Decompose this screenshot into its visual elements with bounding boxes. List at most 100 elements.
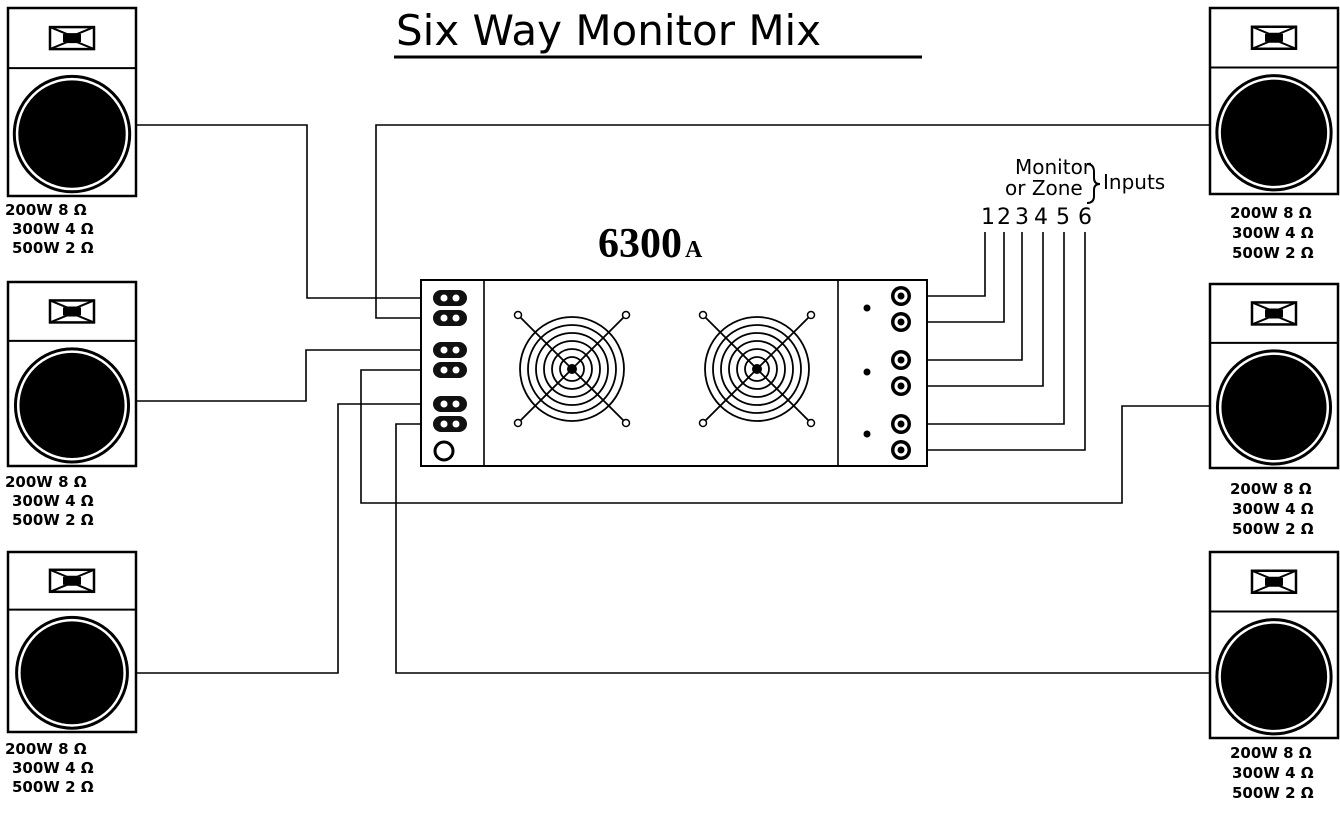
speaker-rating: 500W 2 Ω bbox=[12, 239, 94, 257]
inputs-line-monitor: Monitor bbox=[1015, 155, 1092, 179]
speaker-rating: 300W 4 Ω bbox=[12, 220, 94, 238]
input-wire-2 bbox=[910, 232, 1005, 323]
inputs-label: Inputs bbox=[1103, 170, 1165, 194]
inputs-line-zone: or Zone bbox=[1005, 176, 1083, 200]
fan-grill-ring bbox=[728, 340, 786, 398]
speaker-left-3: 200W 8 Ω 300W 4 Ω 500W 2 Ω bbox=[5, 550, 138, 796]
speaker-cabinet-icon bbox=[1208, 550, 1340, 740]
fan-mount-hole bbox=[621, 310, 631, 320]
speaker-rating: 300W 4 Ω bbox=[1232, 764, 1314, 782]
fan-grill-ring bbox=[559, 356, 585, 382]
amplifier-chassis bbox=[420, 279, 928, 467]
tweeter-driver bbox=[1265, 577, 1283, 586]
fan-grill-ring bbox=[736, 348, 778, 390]
speaker-rating: 200W 8 Ω bbox=[5, 201, 87, 219]
input-jack bbox=[891, 350, 911, 370]
wire-right-1 bbox=[375, 124, 1210, 319]
input-wire-6 bbox=[910, 232, 1086, 451]
tweeter-driver bbox=[1265, 33, 1283, 42]
fan-grill-ring bbox=[720, 332, 794, 406]
fan-mount-hole bbox=[806, 418, 816, 428]
inputs-label-group: Monitor or Zone Inputs 1 2 3 4 5 6 bbox=[981, 155, 1165, 230]
output-terminal bbox=[433, 416, 467, 432]
woofer-cone-icon bbox=[19, 352, 125, 458]
speaker-wires bbox=[136, 124, 1210, 674]
speaker-output-terminals bbox=[433, 290, 467, 432]
input-wire-1 bbox=[910, 232, 986, 297]
speaker-right-1: 200W 8 Ω 300W 4 Ω 500W 2 Ω bbox=[1208, 6, 1340, 262]
woofer-cone-icon bbox=[1220, 79, 1328, 186]
fan-strut bbox=[702, 368, 758, 424]
fan-strut bbox=[571, 368, 627, 424]
fan-grill-ring bbox=[712, 324, 802, 414]
fan-mount-hole bbox=[513, 418, 523, 428]
speaker-rating: 500W 2 Ω bbox=[1232, 784, 1314, 802]
fan-grill-ring bbox=[519, 316, 625, 422]
input-wire-5 bbox=[910, 232, 1065, 425]
fan-strut bbox=[756, 314, 812, 370]
wire-left-3 bbox=[136, 403, 432, 674]
fan-strut bbox=[756, 368, 812, 424]
input-jack bbox=[891, 286, 911, 306]
input-wire-3 bbox=[910, 232, 1023, 361]
speaker-rating: 200W 8 Ω bbox=[5, 473, 87, 491]
fan-grill-ring bbox=[744, 356, 770, 382]
output-terminal bbox=[433, 342, 467, 358]
speaker-cabinet-icon bbox=[6, 550, 138, 734]
input-number: 4 bbox=[1034, 205, 1048, 230]
jack-indicator-dot bbox=[863, 368, 871, 376]
power-connector bbox=[433, 440, 455, 462]
tweeter-driver bbox=[63, 576, 81, 585]
input-wires bbox=[910, 232, 1086, 451]
speaker-rating: 500W 2 Ω bbox=[1232, 244, 1314, 262]
input-jack bbox=[891, 440, 911, 460]
tweeter-driver bbox=[63, 34, 81, 43]
speaker-cabinet-icon bbox=[6, 280, 138, 468]
fan-grill-ring bbox=[527, 324, 617, 414]
input-wire-4 bbox=[910, 232, 1044, 387]
speaker-rating: 200W 8 Ω bbox=[1230, 204, 1312, 222]
speaker-cabinet-icon bbox=[1208, 6, 1340, 196]
input-jack bbox=[891, 414, 911, 434]
fan-strut bbox=[571, 314, 627, 370]
diagram-title: Six Way Monitor Mix bbox=[396, 6, 821, 55]
speaker-right-2: 200W 8 Ω 300W 4 Ω 500W 2 Ω bbox=[1208, 282, 1340, 538]
output-terminal bbox=[433, 290, 467, 306]
tweeter-driver bbox=[1265, 309, 1283, 318]
speaker-left-1: 200W 8 Ω 300W 4 Ω 500W 2 Ω bbox=[5, 6, 138, 257]
amplifier-panel bbox=[420, 279, 928, 467]
fan-strut bbox=[517, 314, 573, 370]
speaker-cabinet-icon bbox=[6, 6, 138, 198]
woofer-cone-icon bbox=[1220, 623, 1328, 730]
input-number: 2 bbox=[997, 205, 1011, 230]
speaker-rating: 500W 2 Ω bbox=[12, 778, 94, 796]
fan-mount-hole bbox=[806, 310, 816, 320]
fan-grill-ring bbox=[704, 316, 810, 422]
input-numbers: 1 2 3 4 5 6 bbox=[981, 205, 1092, 230]
speaker-rating: 200W 8 Ω bbox=[1230, 744, 1312, 762]
cooling-fan-icon bbox=[513, 310, 631, 428]
speaker-rating: 500W 2 Ω bbox=[12, 511, 94, 529]
speaker-rating: 300W 4 Ω bbox=[12, 492, 94, 510]
tweeter-driver bbox=[63, 307, 81, 316]
jack-indicator-dot bbox=[863, 430, 871, 438]
input-jack bbox=[891, 376, 911, 396]
input-jacks bbox=[863, 286, 911, 460]
input-number: 1 bbox=[981, 205, 995, 230]
input-number: 6 bbox=[1078, 205, 1092, 230]
speaker-rating: 200W 8 Ω bbox=[1230, 480, 1312, 498]
wire-left-2 bbox=[136, 349, 432, 402]
input-jack bbox=[891, 312, 911, 332]
output-terminal bbox=[433, 310, 467, 326]
speaker-rating: 200W 8 Ω bbox=[5, 740, 87, 758]
fan-mount-hole bbox=[621, 418, 631, 428]
speaker-left-2: 200W 8 Ω 300W 4 Ω 500W 2 Ω bbox=[5, 280, 138, 529]
speaker-right-3: 200W 8 Ω 300W 4 Ω 500W 2 Ω bbox=[1208, 550, 1340, 802]
speaker-rating: 300W 4 Ω bbox=[1232, 224, 1314, 242]
output-terminal bbox=[433, 362, 467, 378]
speaker-rating: 300W 4 Ω bbox=[1232, 500, 1314, 518]
fan-grill-ring bbox=[535, 332, 609, 406]
woofer-cone-icon bbox=[18, 80, 126, 188]
